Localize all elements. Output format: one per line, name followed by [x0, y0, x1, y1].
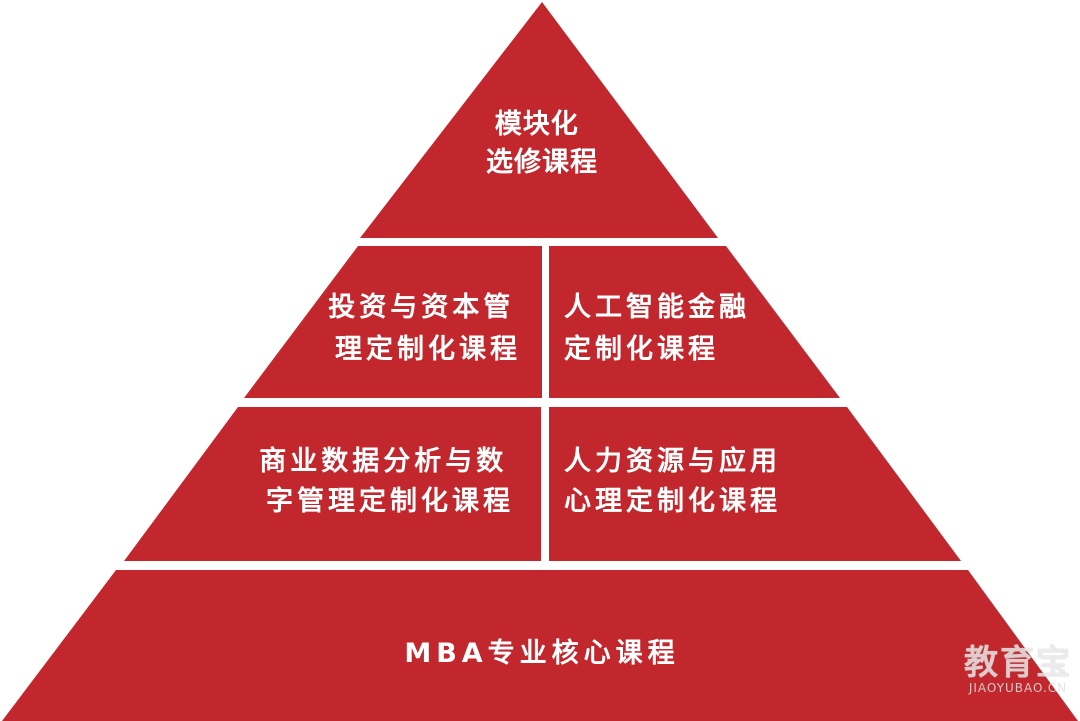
base-line-1: MBA专业核心课程	[404, 637, 679, 669]
top-segment-text: 模块化 选修课程	[486, 109, 598, 178]
watermark-logo-text: 教育宝	[964, 643, 1072, 683]
pyramid-level2-right-segment	[549, 246, 840, 398]
level3-right-text: 人力资源与应用 心理定制化课程	[564, 445, 794, 517]
level2-left-text: 投资与资本管 理定制化课程	[328, 292, 527, 365]
level2-right-line-2: 定制化课程	[564, 333, 719, 365]
watermark-domain-text: JIAOYUBAO.CN	[968, 681, 1068, 695]
level2-left-line-1: 投资与资本管	[328, 292, 514, 323]
level2-left-line-2: 理定制化课程	[335, 333, 521, 365]
top-line-1: 模块化	[495, 109, 579, 140]
level2-right-text: 人工智能金融 定制化课程	[564, 291, 763, 365]
top-line-2: 选修课程	[486, 147, 598, 178]
pyramid-level2-left-segment	[244, 246, 542, 398]
pyramid-top-segment	[360, 2, 718, 238]
pyramid-level3-right-segment	[549, 407, 961, 561]
level3-left-line-2: 字管理定制化课程	[266, 485, 514, 517]
pyramid-base-segment	[2, 570, 1078, 721]
level3-right-line-1: 人力资源与应用	[564, 445, 781, 477]
level3-left-text: 商业数据分析与数 字管理定制化课程	[259, 446, 520, 517]
pyramid-level3-left-segment	[124, 407, 541, 561]
level2-right-line-1: 人工智能金融	[564, 291, 750, 323]
site-watermark: 教育宝 JIAOYUBAO.CN	[964, 645, 1072, 695]
base-segment-text: MBA专业核心课程	[404, 637, 679, 669]
level3-left-line-1: 商业数据分析与数	[259, 446, 507, 477]
level3-right-line-2: 心理定制化课程	[564, 485, 781, 517]
